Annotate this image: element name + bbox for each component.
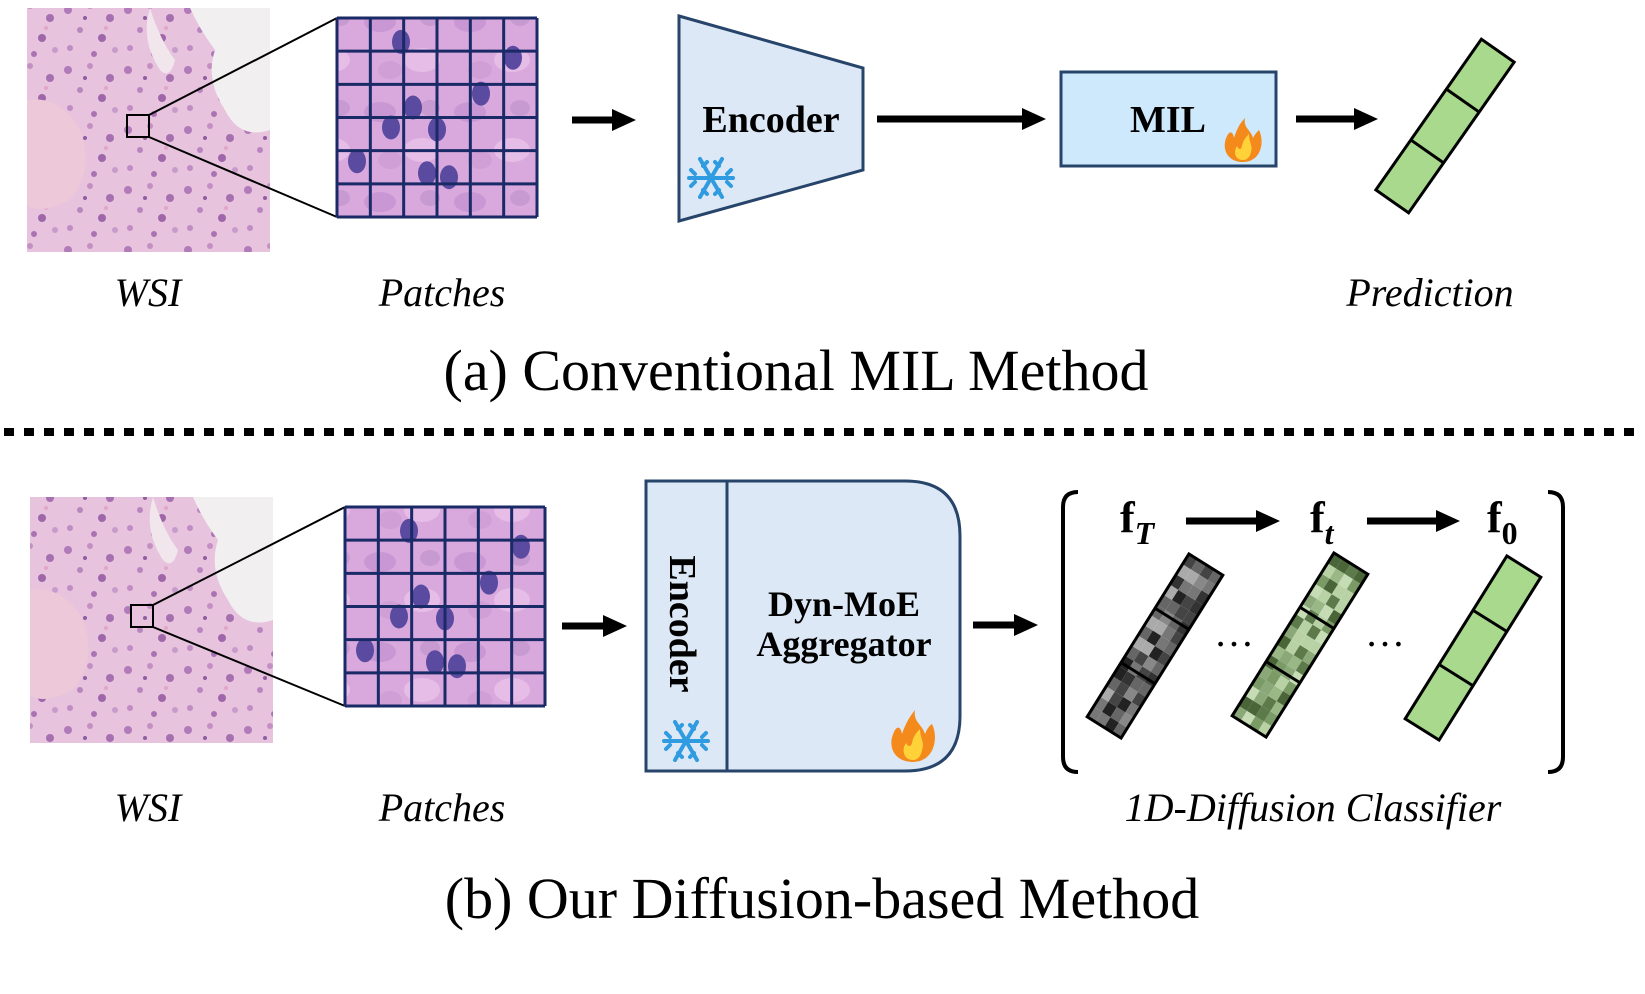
nucleus xyxy=(440,165,458,190)
panel-a: WSI Patches Encoder xyxy=(27,8,1517,403)
zoom-line-bottom-a xyxy=(148,136,338,218)
classifier-label-b: 1D-Diffusion Classifier xyxy=(1125,785,1502,830)
arrow-patches-encoder-a xyxy=(572,109,636,131)
arrow-aggregator-classifier-b xyxy=(973,614,1038,636)
nucleus xyxy=(448,654,466,679)
patches-label-a: Patches xyxy=(378,270,506,315)
nucleus xyxy=(404,95,422,120)
prediction-label-a: Prediction xyxy=(1345,270,1513,315)
wsi-label-a: WSI xyxy=(115,270,183,315)
aggregator-label-line2: Aggregator xyxy=(756,624,931,664)
encoder-label-a: Encoder xyxy=(702,99,839,141)
arrow-encoder-mil-a xyxy=(877,108,1046,130)
ellipsis-1: … xyxy=(1214,610,1254,655)
snowflake-icon xyxy=(687,157,735,199)
f-0-label: f0 xyxy=(1487,493,1518,551)
panel-b: WSI Patches Encoder Dyn-MoE Aggregator xyxy=(30,479,1565,931)
ellipsis-2: … xyxy=(1365,610,1405,655)
zoom-line-top-a xyxy=(148,17,338,116)
nucleus xyxy=(412,584,430,609)
clean-bar-0 xyxy=(1403,553,1543,743)
wsi-label-b: WSI xyxy=(115,785,183,830)
nucleus xyxy=(480,570,498,595)
nucleus xyxy=(356,638,374,663)
patches-grid-a xyxy=(335,16,539,219)
nucleus xyxy=(400,518,418,543)
arrow-ft-f0 xyxy=(1367,510,1460,532)
noisy-bar-T xyxy=(1085,551,1225,741)
fire-icon xyxy=(891,710,935,762)
prediction-bar-a xyxy=(1373,37,1517,215)
f-T-label: fT xyxy=(1120,493,1156,551)
right-bracket xyxy=(1547,490,1565,774)
caption-b: (b) Our Diffusion-based Method xyxy=(445,866,1199,931)
snowflake-icon xyxy=(662,720,710,762)
f-t-label: ft xyxy=(1310,493,1335,551)
noisy-bar-t xyxy=(1230,550,1370,740)
zoom-line-top-b xyxy=(152,506,346,606)
zoom-line-bottom-b xyxy=(152,626,346,707)
arrow-patches-encoder-b xyxy=(562,615,627,637)
wsi-image-b xyxy=(30,497,273,743)
encoder-label-b: Encoder xyxy=(661,555,703,692)
nucleus xyxy=(348,149,366,174)
wsi-image-a xyxy=(27,8,270,252)
nucleus xyxy=(426,650,444,675)
nucleus xyxy=(504,45,522,70)
left-bracket xyxy=(1061,490,1079,774)
encoder-aggregator-block-b: Encoder Dyn-MoE Aggregator xyxy=(644,479,962,773)
nucleus xyxy=(382,115,400,140)
mil-label-a: MIL xyxy=(1130,99,1206,141)
patches-label-b: Patches xyxy=(378,785,506,830)
caption-a: (a) Conventional MIL Method xyxy=(444,338,1149,403)
encoder-block-a: Encoder xyxy=(677,14,865,223)
nucleus xyxy=(390,604,408,629)
aggregator-label-line1: Dyn-MoE xyxy=(768,584,920,624)
mil-block-a: MIL xyxy=(1059,70,1278,168)
nucleus xyxy=(392,29,410,54)
arrow-fT-ft xyxy=(1186,510,1280,532)
nucleus xyxy=(472,81,490,106)
nucleus xyxy=(418,161,436,186)
arrow-mil-prediction-a xyxy=(1296,108,1378,130)
nucleus xyxy=(512,534,530,559)
patches-grid-b xyxy=(343,505,547,708)
fire-icon xyxy=(1224,118,1262,162)
